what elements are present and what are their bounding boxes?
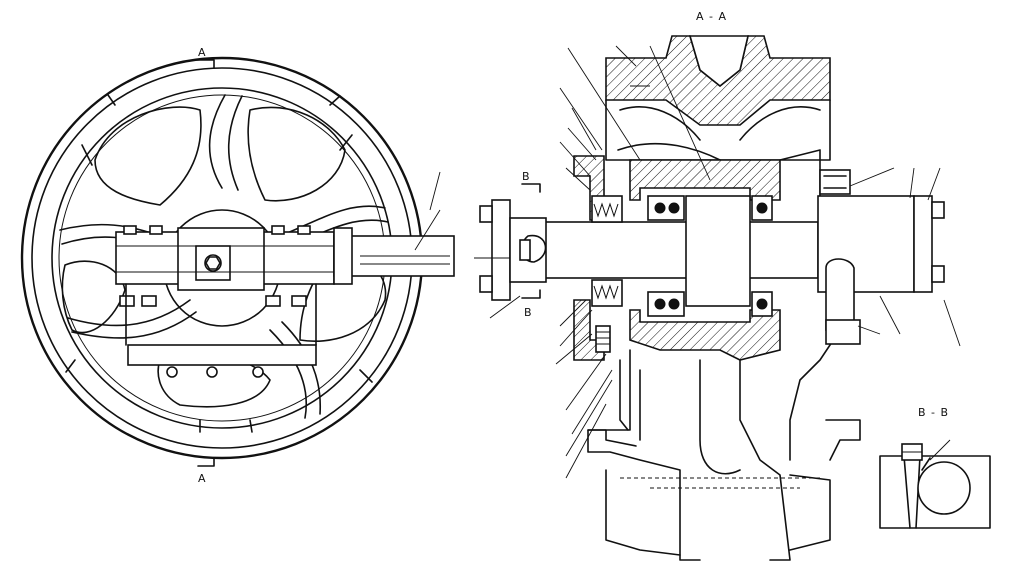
frame-bolt-top — [819, 169, 851, 195]
bearing-upper-right — [751, 195, 773, 221]
section-a-bottom-label: A — [198, 472, 207, 485]
yoke-bolts — [166, 366, 264, 378]
lower-bolts — [119, 295, 307, 307]
left-flange-bolt-bottom — [479, 275, 493, 293]
lower-web — [587, 349, 791, 561]
cotter-pin-head — [519, 239, 531, 261]
top-bolts — [123, 225, 311, 235]
section-bb-view: B - B — [879, 406, 991, 529]
section-mark-b-bottom: B — [521, 289, 541, 319]
lower-flange-right — [825, 419, 861, 461]
front-view: A A — [20, 46, 455, 485]
section-mark-a-top: A — [195, 46, 215, 69]
main-shaft — [517, 221, 819, 279]
section-bb-title: B - B — [918, 406, 949, 419]
rim-slots — [65, 94, 373, 433]
hex-bolt-head — [195, 245, 231, 281]
section-b-top-label: B — [522, 170, 531, 183]
section-aa-title: A - A — [696, 10, 727, 23]
lower-yoke — [125, 283, 317, 346]
bearing-upper-left — [647, 195, 685, 221]
hex-bolt-circle — [204, 254, 222, 272]
seal-ring-lower — [591, 279, 623, 307]
seal-ring-upper — [591, 195, 623, 223]
section-b-bottom-label: B — [524, 306, 533, 319]
section-aa-view: A - A — [474, 10, 961, 561]
hex-bolt-hex — [205, 256, 221, 270]
hub-section-lower — [629, 309, 781, 361]
retaining-plate — [825, 319, 861, 345]
left-flange-bolt-top — [479, 205, 493, 223]
seal-springs — [593, 202, 619, 300]
bearing-lower-left — [647, 291, 685, 317]
leader-lines-right — [849, 167, 961, 347]
top-tread — [605, 35, 831, 126]
left-flange — [491, 199, 511, 301]
bb-pin-circle — [917, 461, 971, 515]
shaft-collar — [333, 227, 353, 285]
bolt-seal — [595, 325, 611, 353]
right-flange-bolt-bottom — [931, 265, 945, 283]
section-mark-b-top: B — [521, 170, 541, 193]
shaft-center — [685, 195, 751, 307]
right-flange-bolt-top — [931, 201, 945, 219]
section-mark-a-bottom: A — [197, 457, 215, 485]
bearing-lower-right — [751, 291, 773, 317]
hub-section — [629, 159, 781, 201]
lower-yoke-bar — [127, 344, 317, 366]
section-a-top-label: A — [198, 46, 207, 59]
leader-lines-left — [474, 47, 641, 479]
bb-body — [879, 455, 991, 529]
right-flange — [913, 195, 933, 293]
leader-lines-top — [615, 45, 711, 181]
